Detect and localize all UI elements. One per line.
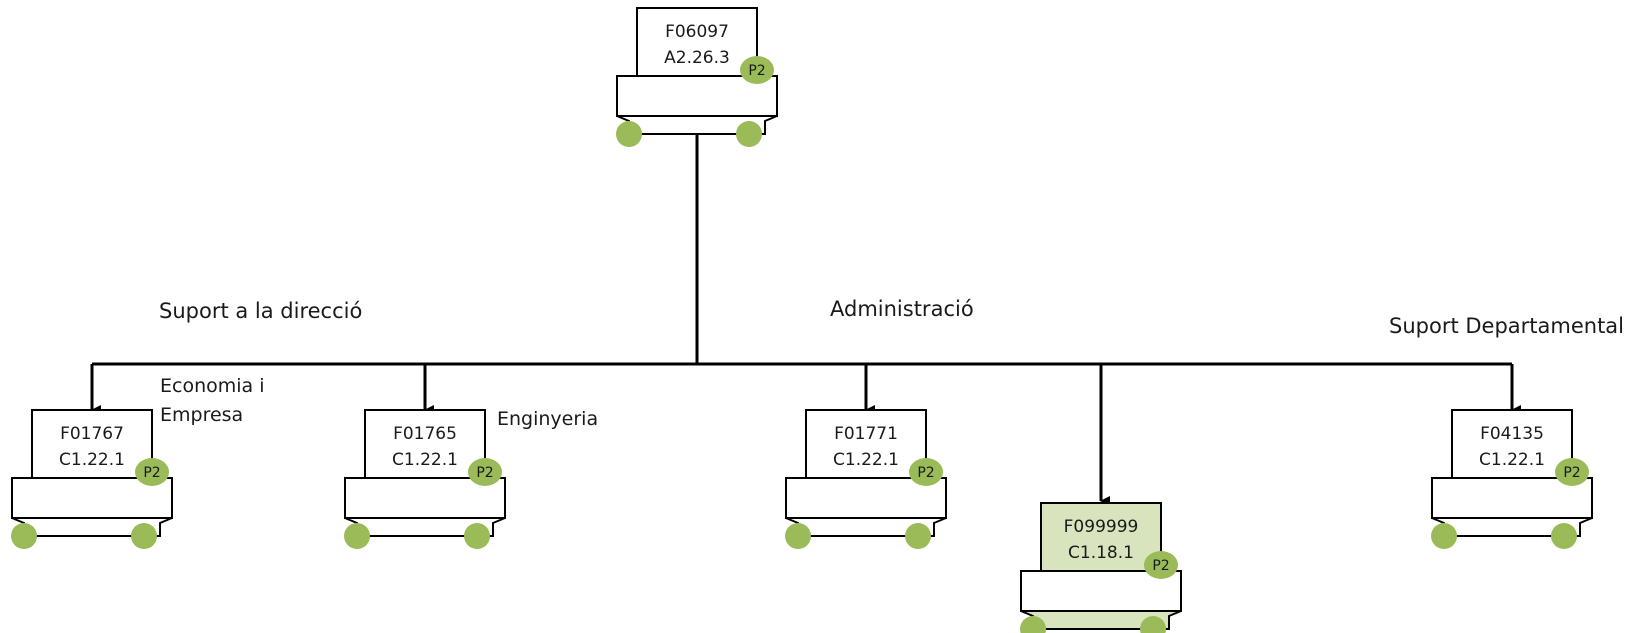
node-right-wheel: [736, 121, 762, 147]
node-right-wheel: [1551, 523, 1577, 549]
node-badge: [1144, 551, 1178, 579]
unit-label-enginyeria: Enginyeria: [497, 408, 598, 430]
node-code: F04135: [1480, 424, 1544, 444]
node-code: F06097: [665, 22, 729, 42]
node-left-wheel: [344, 523, 370, 549]
node-badge-label: P2: [917, 465, 934, 481]
node-code: F01767: [60, 424, 124, 444]
node-left-wheel: [1431, 523, 1457, 549]
node-badge-label: P2: [1563, 465, 1580, 481]
unit-label-economia-line2: Empresa: [160, 404, 243, 426]
node-badge: [909, 458, 943, 486]
node-right-wheel: [1140, 616, 1166, 633]
node-badge: [1555, 458, 1589, 486]
node-badge: [468, 458, 502, 486]
node-code: F01771: [834, 424, 898, 444]
node-position: C1.18.1: [1068, 543, 1134, 563]
node-position: C1.22.1: [59, 450, 125, 470]
node-title-box: [1040, 502, 1162, 572]
node-title-box: [364, 409, 486, 479]
node-position: C1.22.1: [392, 450, 458, 470]
node-position: A2.26.3: [664, 48, 730, 68]
node-right-wheel: [131, 523, 157, 549]
node-badge: [740, 56, 774, 84]
node-left-wheel: [1020, 616, 1046, 633]
node-code: F099999: [1064, 517, 1139, 537]
node-right-wheel: [464, 523, 490, 549]
node-title-box: [1451, 409, 1573, 479]
section-label-suport-direccio: Suport a la direcció: [159, 299, 362, 323]
node-badge-label: P2: [1152, 558, 1169, 574]
node-code: F01765: [393, 424, 457, 444]
unit-label-economia-line1: Economia i: [160, 375, 265, 397]
child-nodes: F01767C1.22.1P2F01765C1.22.1P2F01771C1.2…: [11, 409, 1593, 633]
node-right-wheel: [905, 523, 931, 549]
node-title-box: [31, 409, 153, 479]
node-badge: [135, 458, 169, 486]
node-badge-label: P2: [476, 465, 493, 481]
node-left-wheel: [785, 523, 811, 549]
node-position: C1.22.1: [833, 450, 899, 470]
node-title-box: [805, 409, 927, 479]
node-badge-label: P2: [143, 465, 160, 481]
section-label-suport-departamental: Suport Departamental: [1389, 314, 1624, 338]
node-badge-label: P2: [748, 63, 765, 79]
node-base-box: [785, 477, 947, 519]
node-left-wheel: [616, 121, 642, 147]
node-position: C1.22.1: [1479, 450, 1545, 470]
section-label-administracio: Administració: [830, 297, 974, 321]
connectors: [90, 130, 1521, 506]
node-left-wheel: [11, 523, 37, 549]
